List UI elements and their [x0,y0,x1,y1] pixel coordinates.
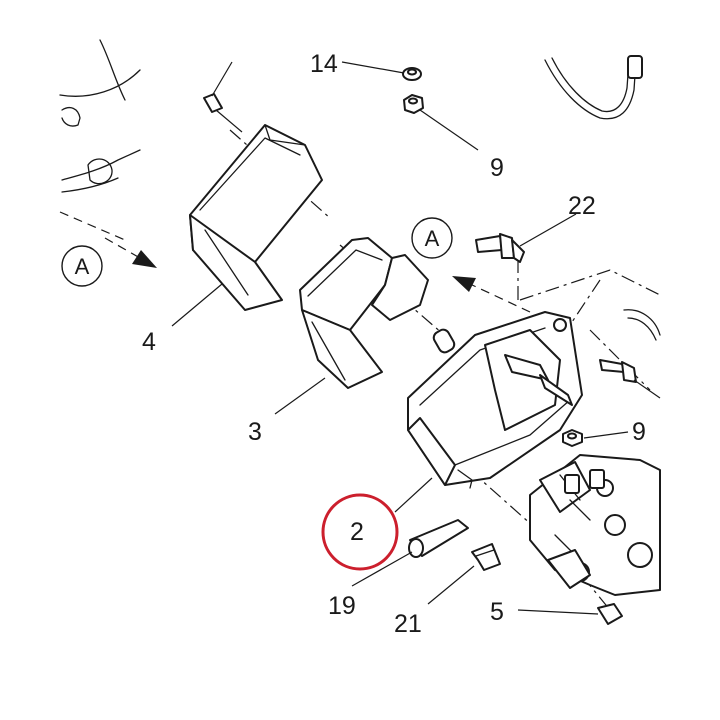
highlight-circle [321,493,399,571]
screw-top-left [203,61,243,133]
view-ref-right-label: A [425,226,440,251]
view-arrow-right [452,276,531,313]
cover-part-4 [189,124,323,311]
view-ref-right: A [411,217,453,259]
view-ref-left: A [61,245,103,287]
callout-21: 21 [394,610,422,638]
callout-2: 2 [350,518,364,546]
hose-bracket-clip [623,309,661,341]
clip-21 [471,543,501,571]
piston-stub [432,328,456,354]
caliper-bracket [529,454,661,596]
view-arrow-left [104,237,157,268]
callout-9-right: 9 [632,418,646,446]
caliper-housing-part-2 [407,311,583,489]
view-ref-left-label: A [75,254,90,279]
leader-lines [171,61,661,615]
bleeder-5 [597,603,623,625]
screw-right [599,359,637,383]
shield-part-3 [299,237,429,389]
callout-9-top: 9 [490,154,504,182]
brake-hose [544,55,643,120]
nut-9-right [562,429,583,447]
callout-22: 22 [568,192,596,220]
hose-fitting [627,55,643,79]
callout-19: 19 [328,592,356,620]
pin-19 [408,519,469,558]
washer-14 [402,67,422,81]
engine-outline [59,39,141,193]
nut-9-top [403,94,424,114]
callout-5: 5 [490,598,504,626]
callout-4: 4 [142,328,156,356]
callout-14: 14 [310,50,338,78]
callout-3: 3 [248,418,262,446]
bolt-22 [475,233,525,263]
